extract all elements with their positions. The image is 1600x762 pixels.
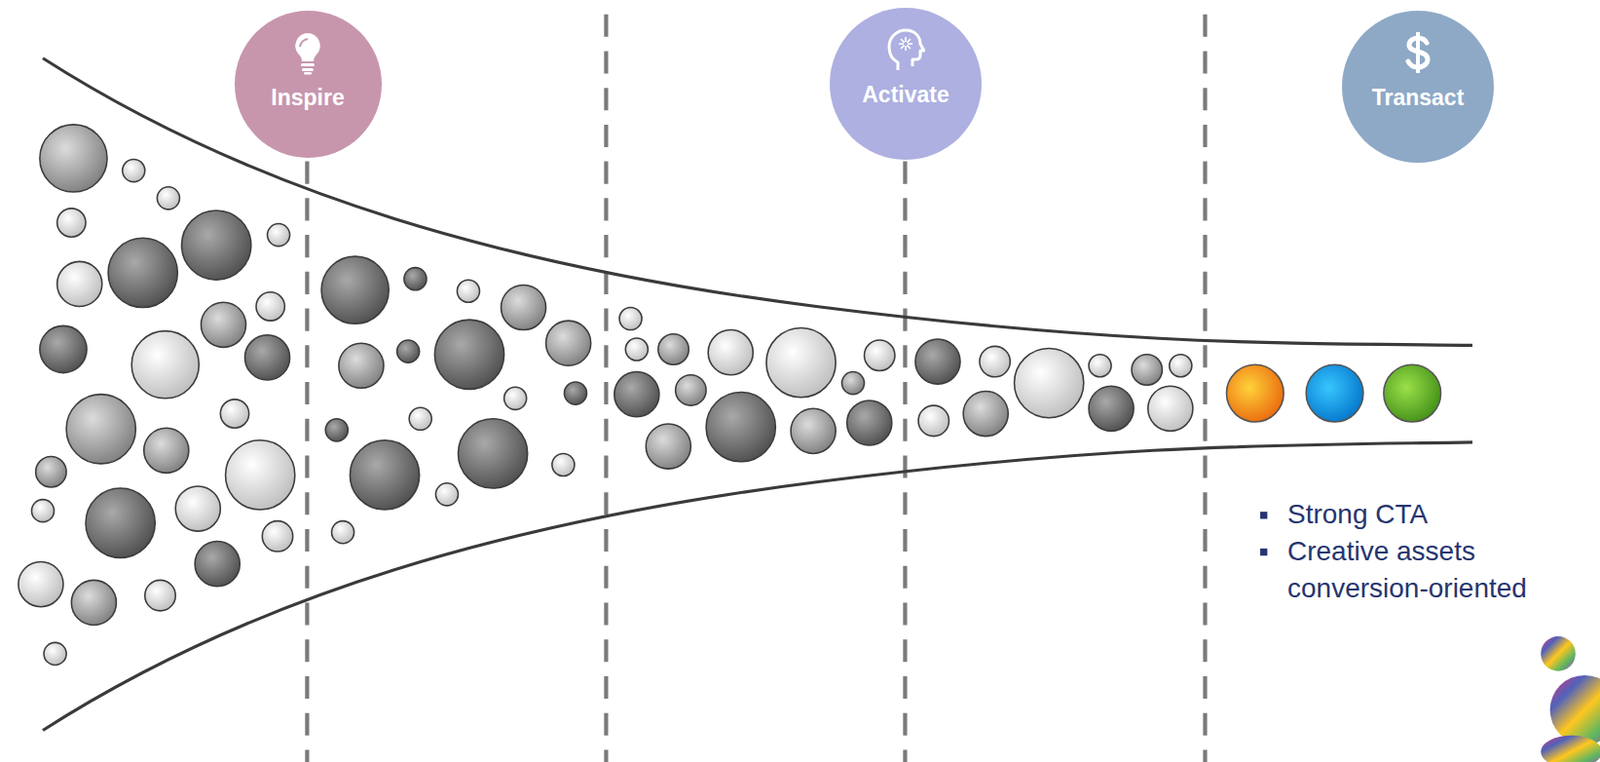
watermark-figure xyxy=(1540,635,1600,762)
stage-circle: Inspire xyxy=(234,10,382,158)
converted-bubbles xyxy=(1226,364,1441,422)
stage-divider xyxy=(306,14,1205,762)
stage-circle: Transact xyxy=(1341,10,1494,163)
bullet-marker xyxy=(1260,511,1267,556)
prospect-bubbles xyxy=(18,124,1193,666)
stage-label: Transact xyxy=(1372,84,1465,111)
stage-icon xyxy=(1398,30,1438,75)
stage-label: Activate xyxy=(861,81,949,108)
bullet-note: Strong CTA xyxy=(1287,495,1428,533)
stage-circle: Activate xyxy=(829,7,982,160)
stage-label: Inspire xyxy=(270,84,344,111)
bullet-note: Creative assets conversion-oriented xyxy=(1287,532,1593,607)
stage-icon xyxy=(886,27,926,73)
stage-icon xyxy=(288,30,328,75)
funnel-outline xyxy=(42,58,1473,731)
